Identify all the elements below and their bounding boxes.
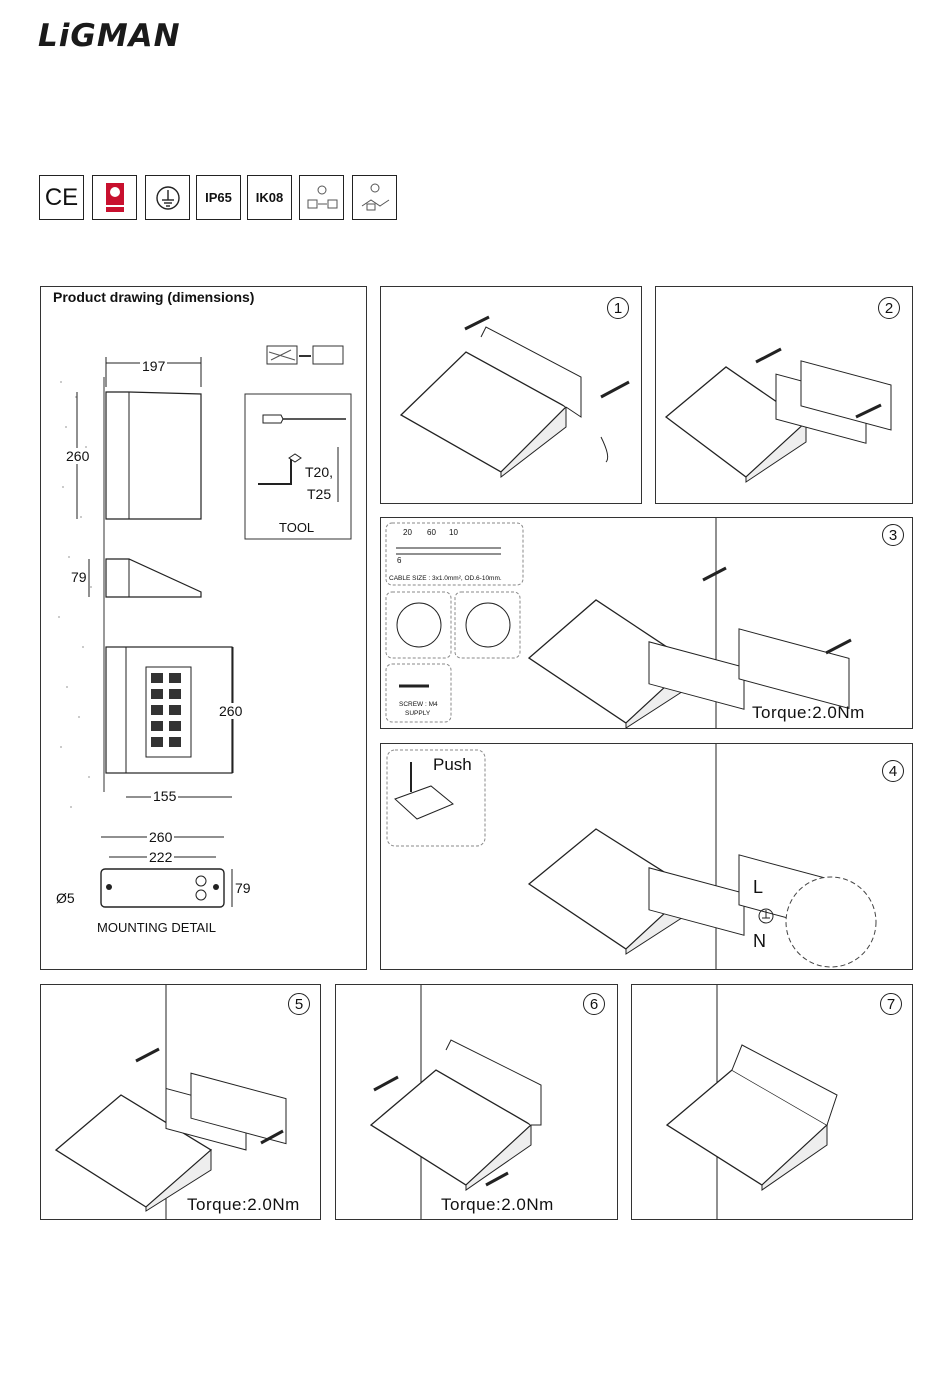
dim-width-top: 197 — [140, 358, 167, 374]
step-4-number: 4 — [882, 760, 904, 782]
terminal-live: L — [753, 877, 763, 898]
quality-mark-icon — [92, 175, 137, 220]
ce-mark-icon: CE — [39, 175, 84, 220]
step-3-panel: 20 60 10 6 CABLE SIZE : 3x1.0mm², OD.6-1… — [380, 517, 913, 729]
tool-size-2: T25 — [307, 486, 331, 502]
cert-label: IK08 — [256, 190, 283, 205]
step-2-number: 2 — [878, 297, 900, 319]
cable-strip-20: 20 — [403, 528, 412, 537]
step-5-number: 5 — [288, 993, 310, 1015]
cable-size-spec: CABLE SIZE : 3x1.0mm², OD.6-10mm. — [389, 575, 502, 582]
step-5-illustration — [41, 985, 321, 1220]
step-5-torque: Torque:2.0Nm — [187, 1195, 300, 1215]
wiring-icon — [299, 175, 344, 220]
mount-height: 79 — [235, 880, 251, 896]
mount-hole-dia: Ø5 — [56, 890, 75, 906]
cable-strip-6: 6 — [397, 556, 401, 565]
step-3-torque: Torque:2.0Nm — [752, 703, 865, 723]
step-6-torque: Torque:2.0Nm — [441, 1195, 554, 1215]
dim-front-width: 155 — [151, 788, 178, 804]
step-4-illustration — [381, 744, 913, 970]
ip65-badge: IP65 — [196, 175, 241, 220]
mount-hole-spacing: 222 — [147, 849, 174, 865]
earth-ground-icon — [145, 175, 190, 220]
cable-strip-10: 10 — [449, 528, 458, 537]
step-1-number: 1 — [607, 297, 629, 319]
dim-height-side: 260 — [66, 448, 89, 464]
step-7-number: 7 — [880, 993, 902, 1015]
step-1-panel: 1 — [380, 286, 642, 504]
dimension-drawing — [41, 287, 367, 970]
step-3-number: 3 — [882, 524, 904, 546]
step-6-panel: Torque:2.0Nm 6 — [335, 984, 618, 1220]
drawing-title: Product drawing (dimensions) — [53, 289, 254, 305]
step-2-panel: 2 — [655, 286, 913, 504]
cert-label: CE — [45, 184, 78, 212]
cable-strip-60: 60 — [427, 528, 436, 537]
quality-mark-icon-graphic — [93, 176, 138, 221]
step-2-illustration — [656, 287, 913, 504]
step-7-panel: 7 — [631, 984, 913, 1220]
tool-size-1: T20, — [305, 464, 333, 480]
step-5-panel: Torque:2.0Nm 5 — [40, 984, 321, 1220]
brand-logo: LiGMAN — [38, 18, 181, 54]
dim-front-height: 260 — [217, 703, 244, 719]
product-drawing-panel: Product drawing (dimensions) 197 260 79 … — [40, 286, 367, 970]
screw-supply: SUPPLY — [405, 710, 430, 717]
step-6-number: 6 — [583, 993, 605, 1015]
mount-caption: MOUNTING DETAIL — [97, 920, 216, 935]
push-label: Push — [433, 755, 472, 775]
dim-depth: 79 — [71, 569, 87, 585]
ik08-badge: IK08 — [247, 175, 292, 220]
step-3-illustration — [381, 518, 913, 729]
step-1-illustration — [381, 287, 642, 504]
terminal-neutral: N — [753, 931, 766, 952]
step-4-panel: Push L N 4 — [380, 743, 913, 970]
screw-spec: SCREW : M4 — [399, 701, 438, 708]
cert-label: IP65 — [205, 190, 232, 205]
step-6-illustration — [336, 985, 618, 1220]
wiring-through-icon — [352, 175, 397, 220]
tool-caption: TOOL — [279, 520, 314, 535]
step-7-illustration — [632, 985, 913, 1220]
mount-width: 260 — [147, 829, 174, 845]
